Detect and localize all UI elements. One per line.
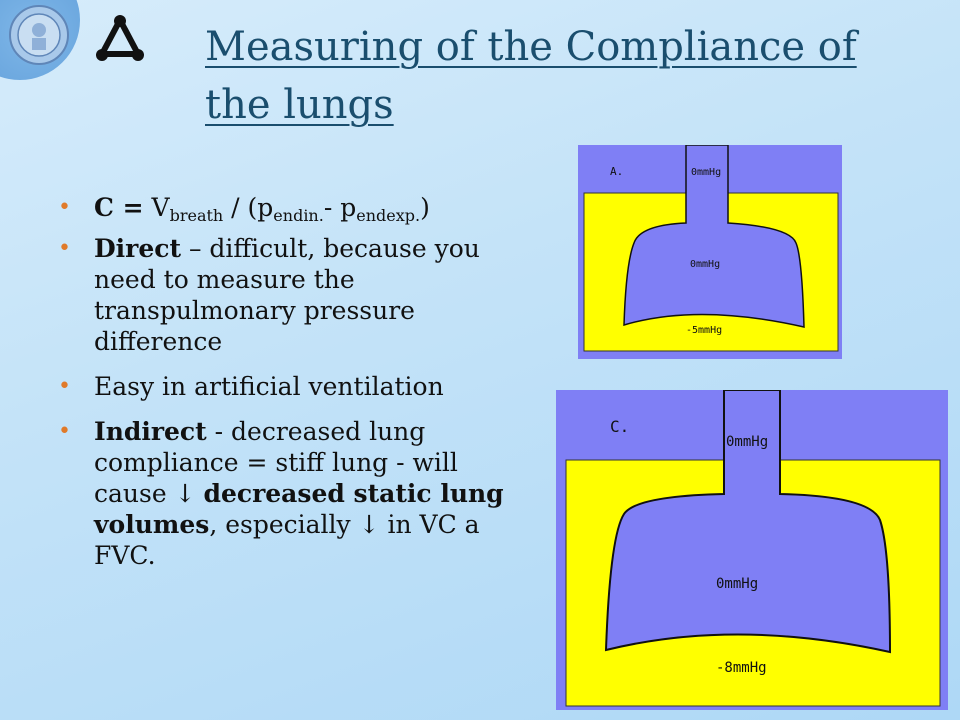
figure-c-letter: C. <box>610 417 629 436</box>
formula-close: ) <box>420 193 430 222</box>
slide-title: Measuring of the Compliance of the lungs <box>205 24 857 128</box>
formula-v: V <box>151 193 170 222</box>
figure-a-pleural-pressure: -5mmHg <box>686 325 722 336</box>
bullet-indirect: Indirect - decreased lung compliance = s… <box>58 416 518 571</box>
figure-a-lung <box>623 145 805 328</box>
bullet-direct: Direct – difficult, because you need to … <box>58 233 518 357</box>
figure-c-pleural-pressure: -8mmHg <box>716 660 767 676</box>
indirect-bold: Indirect <box>94 417 207 446</box>
indirect-text-1: - decreased lung compliance = stiff lung… <box>94 417 458 508</box>
figure-c: C. 0mmHg 0mmHg -8mmHg <box>556 390 948 710</box>
formula-mid: / (p <box>223 193 274 222</box>
formula-c: C = <box>94 193 144 222</box>
figure-a-top-pressure: 0mmHg <box>691 167 721 178</box>
easy-text: Easy in artificial ventilation <box>94 372 444 401</box>
formula-minus: - p <box>323 193 357 222</box>
indirect-text-2: , especially ↓ in VC a FVC. <box>94 510 480 570</box>
figure-c-top-pressure: 0mmHg <box>726 434 768 450</box>
university-seal-icon <box>9 5 69 65</box>
bullet-easy: Easy in artificial ventilation <box>58 371 518 402</box>
figure-c-lung <box>604 390 892 654</box>
formula-p2-sub: endexp. <box>356 206 421 225</box>
figure-a: A. 0mmHg 0mmHg -5mmHg <box>578 145 842 359</box>
indirect-bold-2: decreased static lung volumes <box>94 479 504 539</box>
formula-v-sub: breath <box>169 206 224 225</box>
triangle-logo-icon <box>96 15 144 61</box>
figure-a-lung-pressure: 0mmHg <box>690 259 720 270</box>
bullet-list: C = Vbreath / (pendin.- pendexp.) Direct… <box>58 192 518 581</box>
direct-text: – difficult, because you need to measure… <box>94 234 480 356</box>
direct-bold: Direct <box>94 234 182 263</box>
figure-a-letter: A. <box>610 165 623 178</box>
bullet-formula: C = Vbreath / (pendin.- pendexp.) <box>58 192 518 225</box>
figure-c-lung-pressure: 0mmHg <box>716 576 758 592</box>
formula-p1-sub: endin. <box>273 206 324 225</box>
